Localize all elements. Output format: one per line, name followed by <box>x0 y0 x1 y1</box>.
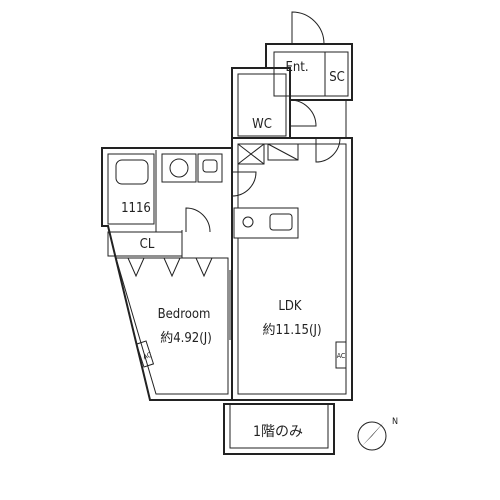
label-bedroom-ac: AC <box>142 351 153 361</box>
bathtub <box>115 159 149 185</box>
entrance-door <box>291 11 325 45</box>
label-ldk-name: LDK <box>278 299 302 314</box>
left-wing-wall <box>101 147 233 401</box>
label-bath: 1116 <box>121 201 151 216</box>
kitchen-counter <box>233 207 299 239</box>
ldk-ac <box>335 341 347 369</box>
label-wc: WC <box>252 117 272 132</box>
bath-door <box>185 207 211 233</box>
washing-machine <box>161 153 197 183</box>
label-bedroom-name: Bedroom <box>158 307 211 322</box>
outer-walls <box>101 43 353 401</box>
label-ldk-ac: AC <box>337 352 346 360</box>
label-closet: CL <box>140 237 155 252</box>
compass-north-label: N <box>392 417 398 427</box>
bedroom-ac <box>135 340 155 368</box>
ldk-wall <box>231 137 353 401</box>
wc-inner <box>237 73 287 137</box>
wc-wall <box>231 67 291 141</box>
stove-burner <box>242 216 254 228</box>
kitchen-sink <box>269 213 293 231</box>
ldk-door <box>315 137 341 163</box>
label-bedroom-size: 約4.92(J) <box>160 331 212 346</box>
label-ldk-size: 約11.15(J) <box>262 323 321 338</box>
balcony <box>223 403 335 455</box>
wc-door <box>289 99 317 127</box>
label-balcony: 1階のみ <box>253 424 303 440</box>
compass: N <box>357 417 398 451</box>
doors <box>185 11 341 233</box>
bath-inner <box>107 153 155 225</box>
label-shoe-closet: SC <box>329 70 345 85</box>
compass-circle <box>357 421 387 451</box>
label-entrance: Ent. <box>285 60 308 75</box>
washroom-door <box>231 171 257 197</box>
wash-basin <box>197 153 223 183</box>
compass-needle <box>362 422 384 446</box>
interior-lines <box>107 51 349 401</box>
